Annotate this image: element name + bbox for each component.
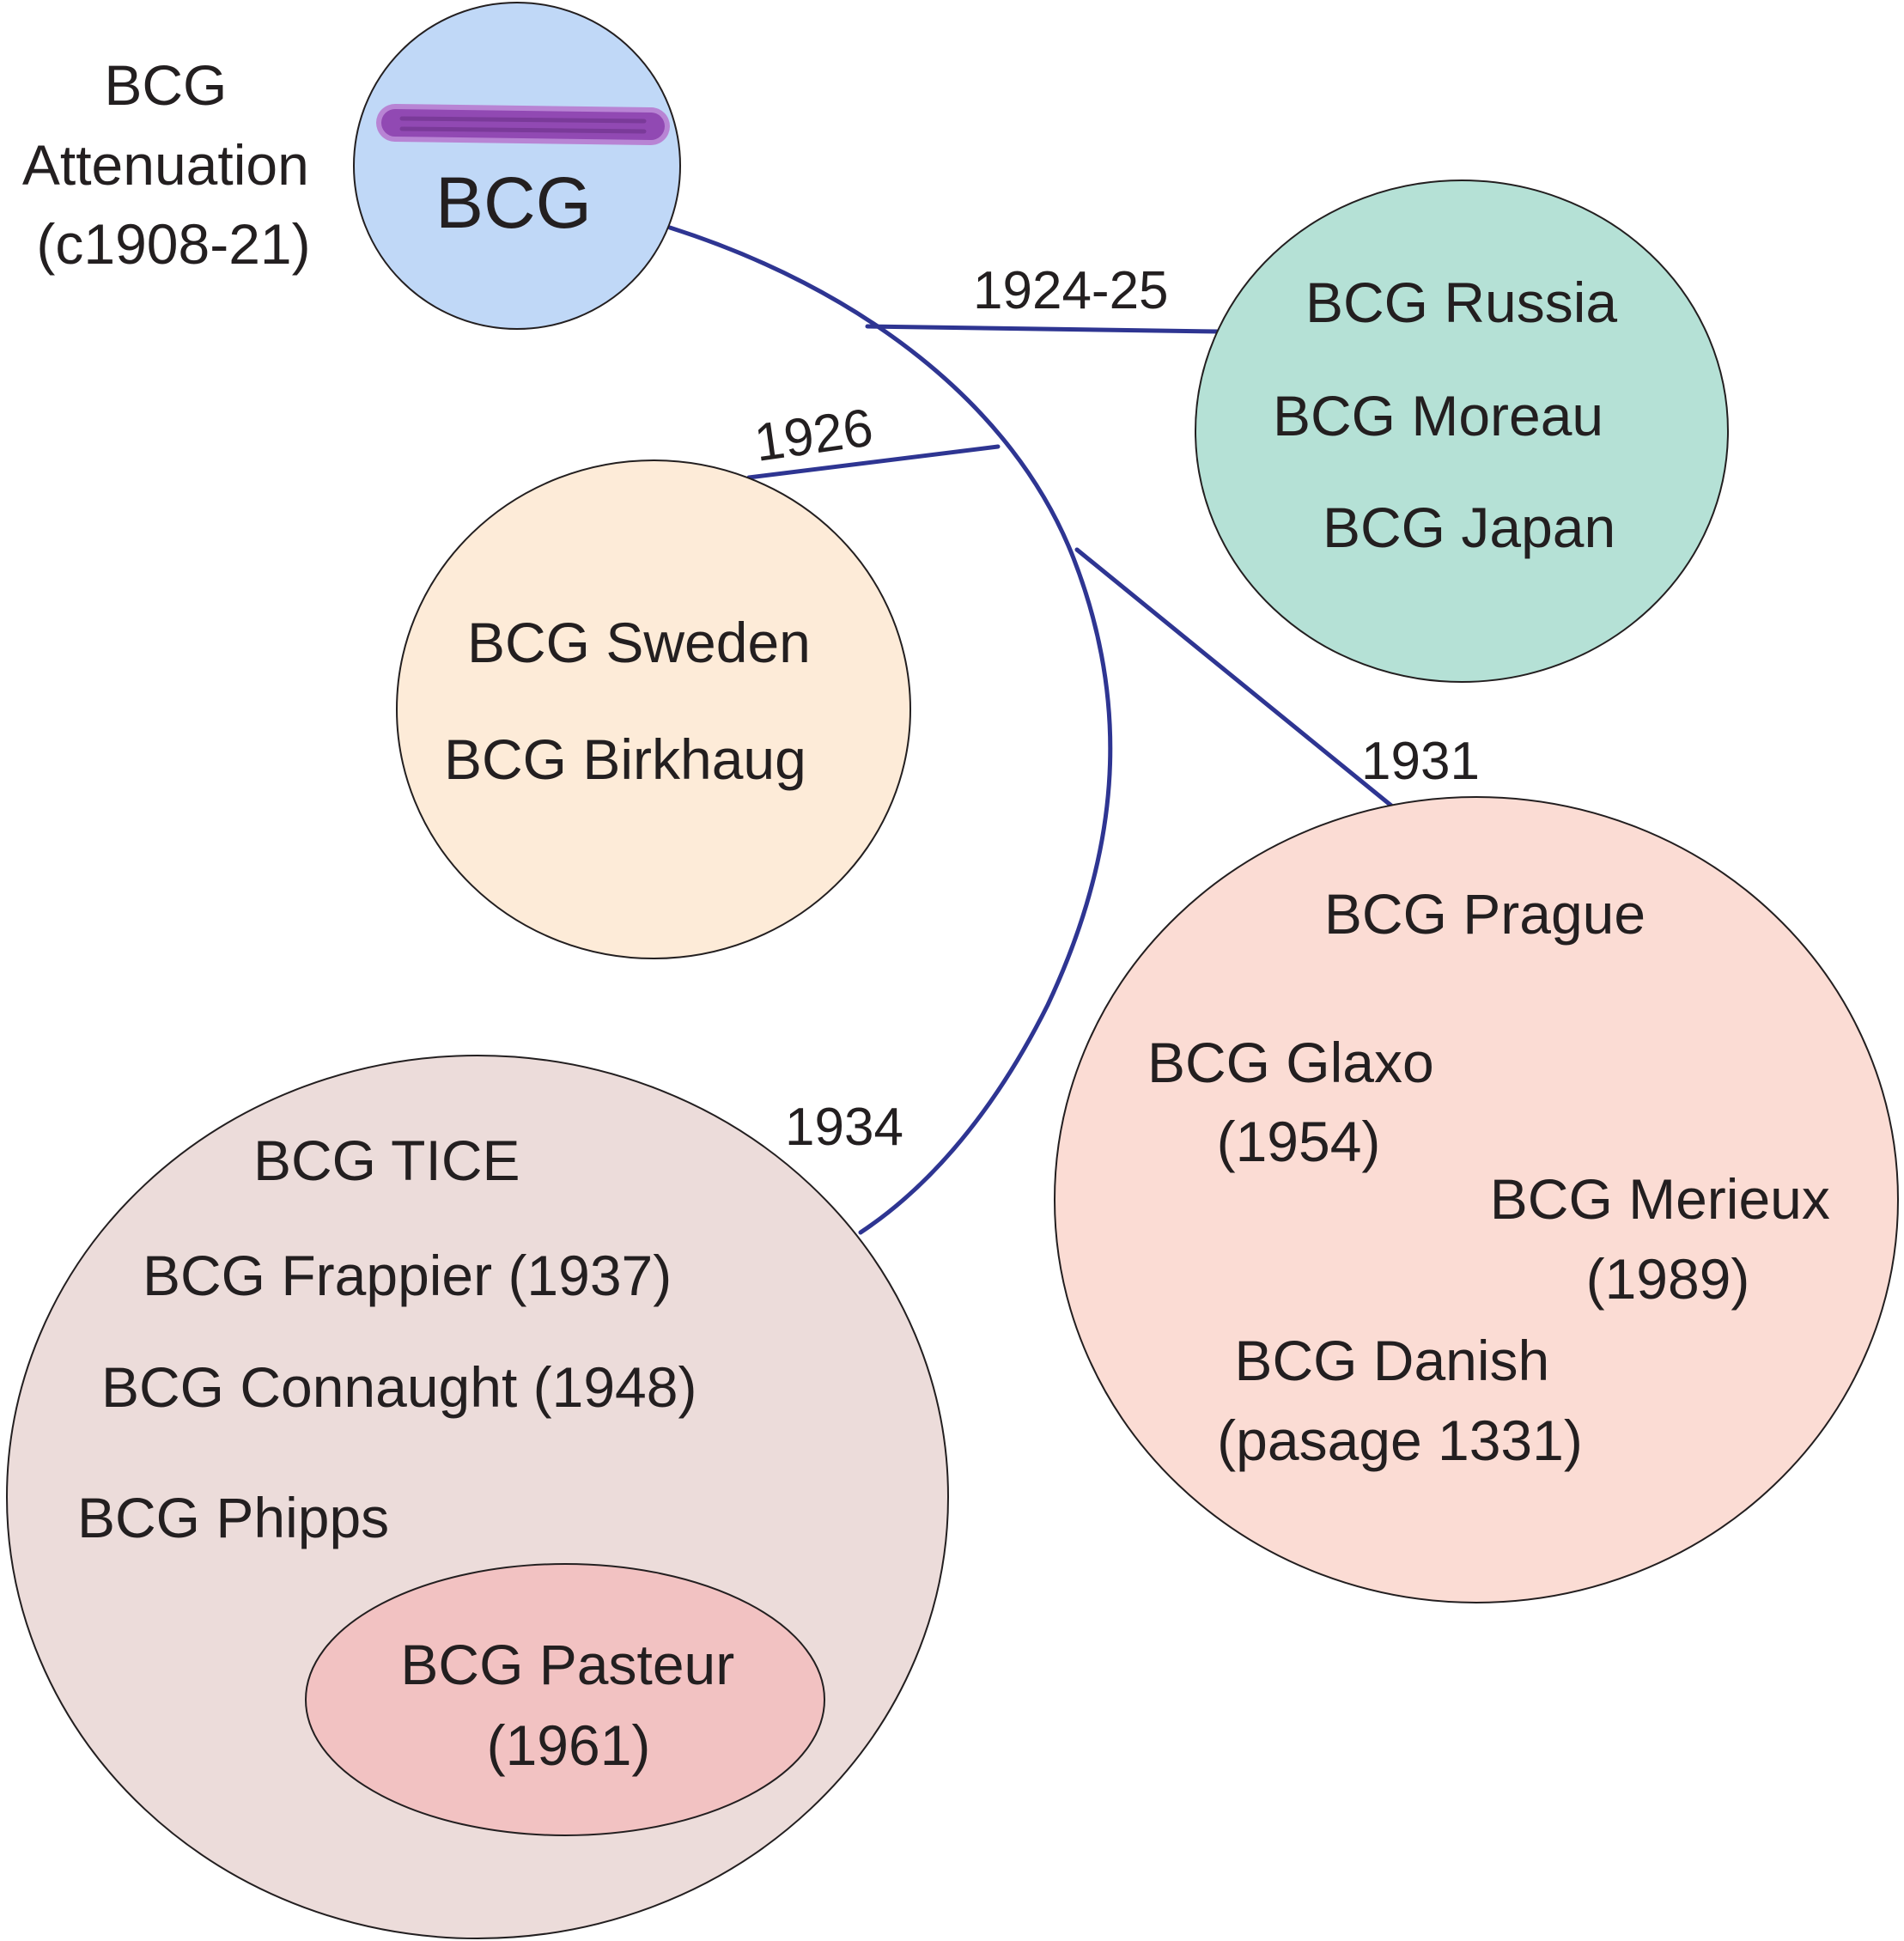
russia-group: BCG Russia BCG Moreau BCG Japan [1195, 179, 1729, 683]
sweden-group-circle [396, 459, 911, 959]
strain-frappier: BCG Frappier (1937) [143, 1244, 672, 1307]
strain-tice: BCG TICE [253, 1129, 520, 1192]
caption-line-3: (c1908-21) [36, 212, 310, 276]
strain-russia: BCG Russia [1305, 271, 1617, 334]
sweden-group: BCG Sweden BCG Birkhaug [396, 459, 911, 959]
attenuation-caption: BCG Attenuation (c1908-21) [22, 53, 325, 276]
caption-line-1: BCG [104, 53, 227, 117]
origin-node: BCG [353, 2, 681, 330]
caption-line-2: Attenuation [22, 133, 309, 197]
main-lineage-curve [667, 225, 1113, 1235]
strain-sweden: BCG Sweden [467, 611, 811, 674]
bcg-origin-circle [353, 2, 681, 330]
russia-group-circle [1195, 179, 1729, 683]
strain-connaught: BCG Connaught (1948) [101, 1355, 697, 1419]
prague-group-circle [1054, 796, 1899, 1603]
year-label-tice: 1934 [785, 1098, 903, 1157]
year-label-sweden: 1926 [751, 398, 876, 473]
link-prague [1074, 547, 1394, 808]
strain-prague: BCG Prague [1324, 882, 1645, 946]
strain-birkhaug: BCG Birkhaug [444, 727, 806, 791]
bacillus-icon [376, 104, 670, 145]
strain-danish: BCG Danish (pasage 1331) [1217, 1329, 1583, 1472]
strain-moreau: BCG Moreau [1273, 384, 1603, 447]
strain-merieux: BCG Merieux (1989) [1490, 1167, 1846, 1311]
tice-group: BCG TICE BCG Frappier (1937) BCG Connaug… [6, 1055, 949, 1939]
strain-glaxo: BCG Glaxo (1954) [1147, 1031, 1450, 1173]
origin-label: BCG [435, 162, 592, 243]
year-label-prague: 1931 [1361, 732, 1480, 791]
strain-phipps: BCG Phipps [77, 1486, 389, 1549]
strain-pasteur: BCG Pasteur (1961) [400, 1633, 750, 1777]
prague-group: BCG Prague BCG Glaxo (1954) BCG Merieux … [1054, 796, 1899, 1603]
strain-japan: BCG Japan [1323, 496, 1615, 559]
link-russia [865, 324, 1220, 334]
year-label-russia: 1924-25 [973, 261, 1169, 320]
transfer-links [667, 225, 1394, 1235]
pasteur-group-ellipse [305, 1563, 825, 1836]
link-sweden [746, 444, 1001, 480]
